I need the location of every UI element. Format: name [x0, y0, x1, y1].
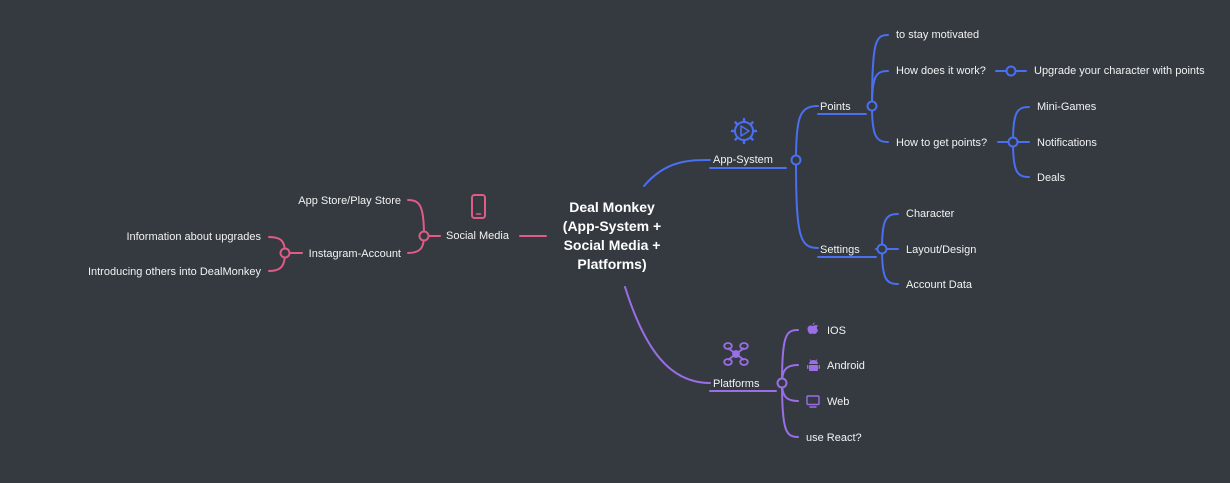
points-item-how-works[interactable]: How does it work?	[896, 65, 986, 77]
social-item-instagram[interactable]: Instagram-Account	[309, 248, 401, 260]
gear-play-icon	[730, 117, 758, 145]
points-item-how-get[interactable]: How to get points?	[896, 137, 987, 149]
social-media-collapse-toggle[interactable]	[418, 230, 430, 242]
platform-item-react[interactable]: use React?	[806, 432, 862, 444]
root-title-line-3: Social Media +	[564, 237, 661, 253]
edge-app-system-points	[795, 105, 819, 161]
edge-settings-character	[881, 213, 899, 250]
app-system-collapse-toggle[interactable]	[790, 154, 802, 166]
social-media-label[interactable]: Social Media	[446, 230, 510, 242]
edge-how-get-minigames	[1012, 106, 1030, 143]
root-title-line-4: Platforms)	[577, 256, 646, 272]
platform-item-web[interactable]: Web	[827, 396, 849, 408]
settings-label[interactable]: Settings	[820, 244, 860, 256]
points-item-motivated[interactable]: to stay motivated	[896, 29, 979, 41]
points-collapse-toggle[interactable]	[866, 100, 878, 112]
social-item-appstore[interactable]: App Store/Play Store	[298, 195, 401, 207]
monitor-icon	[806, 395, 820, 408]
instagram-item-info[interactable]: Information about upgrades	[126, 231, 261, 243]
points-label[interactable]: Points	[820, 101, 851, 113]
settings-item-account[interactable]: Account Data	[906, 279, 973, 291]
settings-item-character[interactable]: Character	[906, 208, 955, 220]
instagram-collapse-toggle[interactable]	[279, 247, 291, 259]
settings-collapse-toggle[interactable]	[876, 243, 888, 255]
how-works-upgrade[interactable]: Upgrade your character with points	[1034, 65, 1205, 77]
app-system-branch: App-System Points to stay motivated How …	[643, 29, 1205, 291]
smartphone-icon	[471, 194, 486, 219]
edge-points-how-works	[871, 70, 889, 107]
platform-item-android[interactable]: Android	[827, 360, 865, 372]
edge-how-get-deals	[1012, 141, 1030, 178]
how-works-collapse-toggle[interactable]	[1005, 65, 1017, 77]
edge-root-app-system	[643, 159, 711, 187]
platform-item-ios[interactable]: IOS	[827, 325, 846, 337]
edge-root-platforms	[624, 286, 711, 384]
platforms-collapse-toggle[interactable]	[776, 377, 788, 389]
network-icon	[723, 342, 749, 366]
edge-platforms-ios	[781, 329, 799, 384]
root-node[interactable]: Deal Monkey (App-System + Social Media +…	[563, 199, 661, 272]
edge-social-appstore	[407, 199, 425, 237]
social-media-branch: Social Media App Store/Play Store Instag…	[88, 194, 547, 278]
how-get-item-minigames[interactable]: Mini-Games	[1037, 101, 1097, 113]
edge-platforms-react	[781, 382, 799, 438]
edge-settings-account	[881, 248, 899, 285]
instagram-item-introducing[interactable]: Introducing others into DealMonkey	[88, 266, 262, 278]
edge-points-how-get	[871, 105, 889, 143]
android-icon	[807, 359, 820, 371]
app-system-label[interactable]: App-System	[713, 154, 773, 166]
how-get-item-deals[interactable]: Deals	[1037, 172, 1066, 184]
platforms-label[interactable]: Platforms	[713, 378, 760, 390]
settings-item-layout[interactable]: Layout/Design	[906, 244, 976, 256]
root-title-line-1: Deal Monkey	[569, 199, 655, 215]
platforms-branch: Platforms IOS Android Web use Reac	[624, 286, 865, 444]
edge-app-system-settings	[795, 159, 819, 249]
apple-icon	[807, 322, 818, 334]
how-get-collapse-toggle[interactable]	[1007, 136, 1019, 148]
how-get-item-notifications[interactable]: Notifications	[1037, 137, 1097, 149]
root-title-line-2: (App-System +	[563, 218, 661, 234]
